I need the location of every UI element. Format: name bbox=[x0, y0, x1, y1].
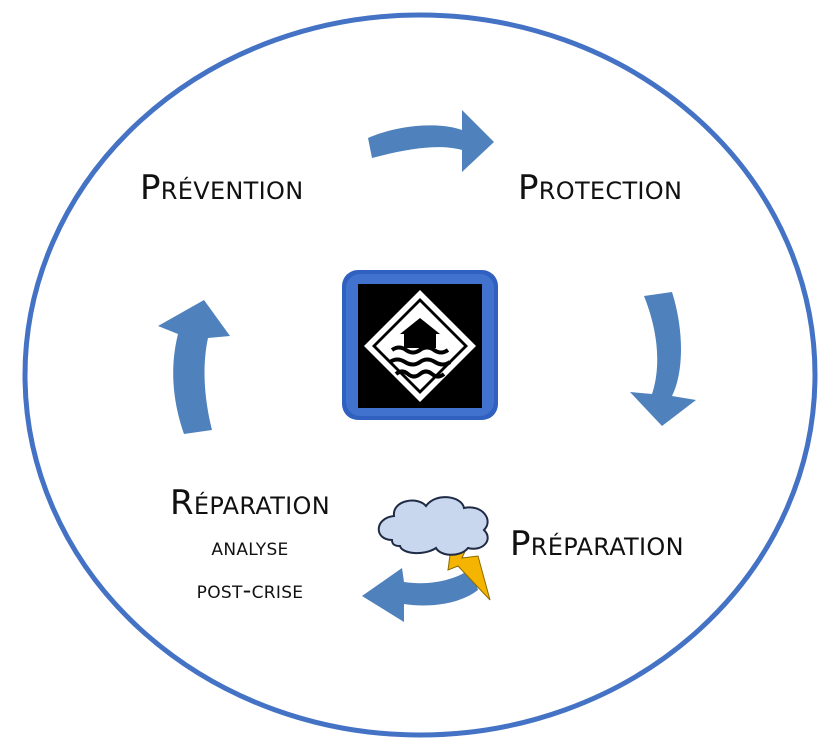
flood-house-icon bbox=[342, 270, 498, 420]
storm-cloud-icon bbox=[377, 496, 491, 601]
arrow-preparation-to-reparation bbox=[362, 568, 478, 622]
arrow-reparation-to-prevention bbox=[158, 300, 230, 434]
arrow-prevention-to-protection bbox=[368, 110, 494, 172]
stage-label-reparation: Réparation bbox=[170, 483, 330, 523]
stage-label-prevention: Prévention bbox=[140, 168, 304, 208]
arrow-protection-to-preparation bbox=[630, 292, 696, 426]
stage-label-post-crise: post-crise bbox=[196, 576, 304, 604]
stage-label-preparation: Préparation bbox=[510, 524, 684, 564]
stage-label-protection: Protection bbox=[518, 168, 683, 208]
stage-label-analyse: analyse bbox=[211, 533, 289, 561]
